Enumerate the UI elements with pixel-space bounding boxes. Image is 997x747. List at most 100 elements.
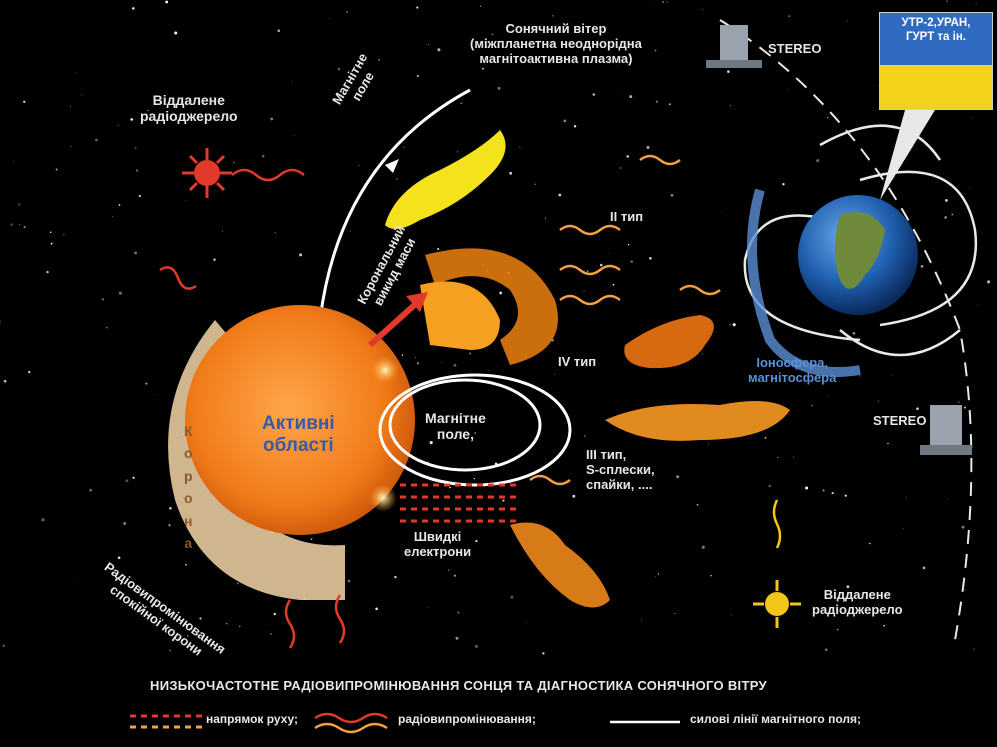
- star: [12, 161, 14, 163]
- plasma-blob-iii: [605, 401, 790, 441]
- star: [629, 95, 633, 99]
- star: [975, 2, 977, 4]
- label-letter: о: [184, 490, 193, 507]
- star: [346, 11, 348, 13]
- star: [916, 407, 919, 411]
- star: [174, 31, 178, 35]
- star: [617, 93, 618, 95]
- star: [544, 217, 546, 219]
- star: [165, 0, 169, 4]
- star: [449, 486, 451, 489]
- label-line: Віддалене: [152, 92, 225, 108]
- star: [619, 167, 622, 169]
- star: [187, 635, 189, 637]
- ionosphere-band: [747, 188, 861, 377]
- star: [168, 524, 171, 527]
- star: [859, 375, 861, 377]
- star: [402, 146, 405, 149]
- star: [460, 102, 463, 105]
- star: [964, 406, 967, 409]
- magnetic-field-arc: [318, 88, 471, 321]
- star: [944, 198, 948, 202]
- star: [474, 644, 478, 648]
- star: [50, 242, 53, 245]
- star: [612, 283, 615, 286]
- cme-shell-inner: [420, 281, 500, 350]
- star: [378, 58, 380, 61]
- label-line: поле,: [436, 426, 474, 443]
- label-line: Активні: [262, 413, 335, 434]
- star: [787, 89, 789, 91]
- star: [805, 486, 809, 490]
- star: [265, 630, 267, 632]
- star: [358, 164, 360, 167]
- star: [592, 466, 595, 469]
- star: [347, 579, 351, 583]
- star: [764, 436, 767, 439]
- star: [69, 106, 71, 108]
- star: [657, 573, 659, 575]
- star: [23, 226, 26, 229]
- star: [28, 370, 31, 374]
- cme-arrow-head: [406, 292, 428, 312]
- fast-electrons: [400, 483, 520, 523]
- label-line: Швидкі: [413, 529, 462, 544]
- plasma-blob-iv: [624, 315, 714, 369]
- star: [946, 498, 948, 500]
- star: [3, 379, 7, 383]
- observatory-line-2: ГУРТ та ін.: [906, 30, 966, 43]
- label-active-regions: Активні області: [262, 413, 335, 457]
- star: [542, 652, 545, 655]
- star: [649, 257, 652, 260]
- star: [958, 401, 960, 403]
- cme-arrow: [367, 297, 423, 348]
- star: [869, 542, 871, 545]
- plasma-blob-lower: [510, 522, 610, 608]
- star: [2, 644, 5, 647]
- star: [827, 396, 829, 397]
- star: [552, 15, 554, 17]
- star: [457, 151, 459, 153]
- star: [134, 146, 137, 149]
- star: [277, 29, 281, 32]
- star: [132, 476, 135, 479]
- star: [708, 444, 709, 446]
- star: [337, 67, 341, 71]
- star: [118, 204, 121, 206]
- star: [846, 20, 848, 21]
- star: [76, 581, 78, 582]
- star: [701, 353, 703, 355]
- star: [63, 234, 65, 236]
- label-line: радіоджерело: [812, 601, 903, 617]
- star: [676, 475, 680, 479]
- star: [824, 648, 828, 651]
- star: [502, 499, 505, 502]
- star: [534, 183, 536, 185]
- star: [130, 118, 134, 121]
- label-ionosphere: Іоносфера, магнітосфера: [748, 355, 836, 386]
- sun: [185, 305, 415, 535]
- star: [510, 595, 514, 599]
- legend-direction: напрямок руху;: [206, 712, 299, 726]
- star: [572, 494, 576, 498]
- star: [81, 94, 82, 96]
- star: [416, 362, 420, 365]
- legend-graphics: [130, 712, 680, 734]
- star: [274, 232, 277, 234]
- star: [447, 569, 450, 572]
- star: [55, 168, 58, 171]
- star: [891, 374, 892, 376]
- star: [626, 155, 630, 158]
- star: [583, 435, 586, 438]
- star: [617, 65, 619, 67]
- star: [233, 161, 235, 164]
- magnetosphere: [743, 124, 978, 357]
- star: [154, 394, 156, 396]
- star: [75, 71, 77, 73]
- label-line: магнітоактивна плазма): [479, 50, 633, 66]
- star: [491, 33, 494, 35]
- star: [852, 331, 856, 335]
- star: [607, 253, 609, 255]
- label-type-iv: IV тип: [558, 354, 597, 369]
- star: [558, 193, 562, 197]
